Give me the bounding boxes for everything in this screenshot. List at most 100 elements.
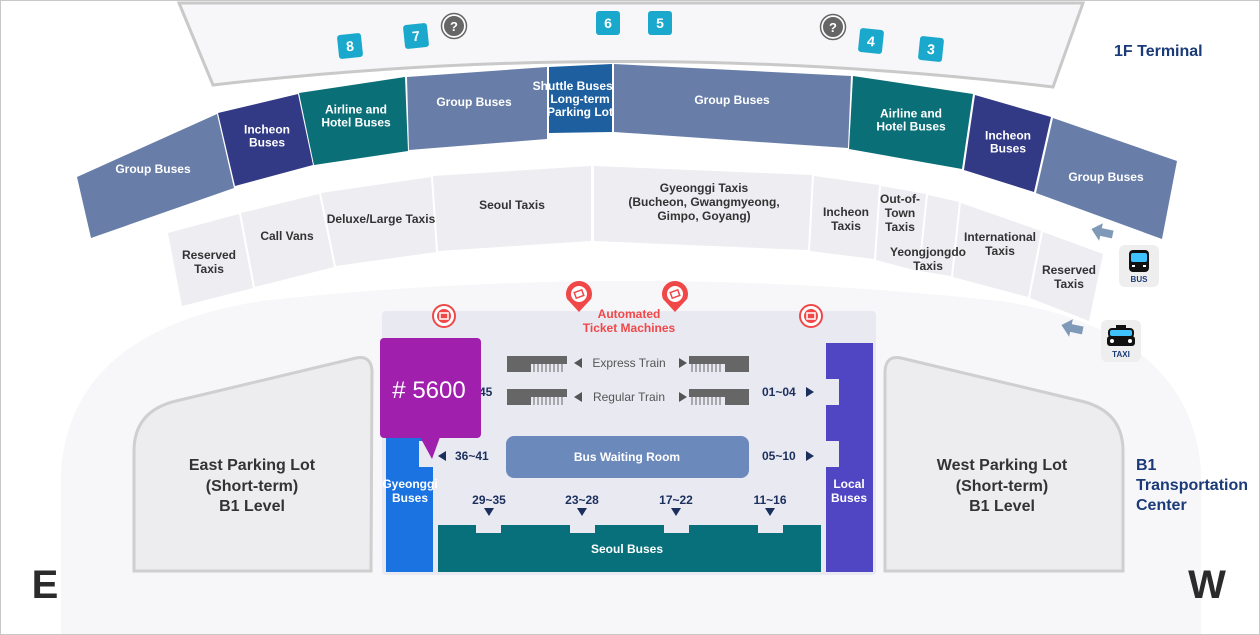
gate-number: 8 [345, 38, 355, 55]
gate-5-badge[interactable]: 5 [648, 11, 672, 35]
seoul-buses-label: Seoul Buses [591, 542, 663, 556]
route-01-04-label: 01~04 [762, 385, 796, 399]
gate-number: 6 [604, 15, 612, 31]
info-glyph: ? [829, 20, 837, 35]
info-icon[interactable]: ? [819, 13, 847, 41]
taxi-zone-label-line3: Gimpo, Goyang) [657, 209, 750, 223]
west-parking-line3: B1 Level [969, 498, 1035, 515]
route-23-28-label: 23~28 [565, 493, 599, 507]
bus-zone-label-line1: Group Buses [694, 93, 770, 107]
taxi-zone-label-5: Gyeonggi Taxis(Bucheon, Gwangmyeong,Gimp… [628, 181, 779, 223]
gate-number: 4 [866, 33, 876, 50]
bus-zone-label-line2: Buses [990, 142, 1026, 156]
taxi-zone-5[interactable] [594, 166, 812, 250]
gate-7-badge[interactable]: 7 [403, 23, 429, 49]
arrow-left-icon [574, 392, 582, 402]
route-42-45-label: 45 [479, 385, 493, 399]
taxi-zone-10[interactable] [1030, 232, 1103, 321]
info-icon[interactable]: ? [440, 12, 468, 40]
route-17-22-label: 17~22 [659, 493, 693, 507]
taxi-zone-label-line2: Taxis [1054, 277, 1084, 291]
taxi-zone-label-line1: International [964, 230, 1036, 244]
taxi-zone-label-line2: Taxis [831, 219, 861, 233]
taxi-zone-4[interactable] [433, 166, 591, 251]
ticket-machine-pin-icon[interactable] [661, 281, 688, 312]
local-buses-label-line2: Buses [831, 491, 867, 505]
arrow-left-icon [1061, 319, 1084, 337]
bus-zone-1[interactable]: Group Buses [77, 114, 234, 238]
taxi-zone-1[interactable] [168, 214, 253, 306]
taxi-zone-label-line1: Seoul Taxis [479, 198, 545, 212]
bus-zone-label-line1: Airline and [325, 103, 387, 117]
taxi-zone-8[interactable] [920, 195, 959, 276]
route-17-22: 17~22 [659, 493, 693, 516]
local-buses-label-line1: Local [833, 477, 864, 491]
east-parking-lot[interactable]: East Parking Lot (Short-term) B1 Level [132, 356, 374, 573]
ticket-machine-icon[interactable] [799, 304, 823, 328]
taxi-zone-3[interactable] [321, 177, 436, 266]
arrow-left-icon [1091, 223, 1114, 241]
seoul-buses-zone[interactable]: Seoul Buses [438, 525, 821, 572]
bus-zone-6[interactable]: Group Buses [614, 64, 851, 148]
arrow-left-icon [438, 451, 446, 461]
taxi-zone-2[interactable] [241, 194, 334, 287]
taxi-zone-label-line2: Town [885, 206, 915, 220]
arrow-down-icon [577, 508, 587, 516]
west-parking-line2: (Short-term) [956, 478, 1048, 495]
terminal-curb [176, 1, 1086, 89]
tooltip-text: # 5600 [392, 377, 465, 404]
ticket-machines-label-line1: Automated [598, 307, 661, 321]
express-train-row: Express Train [507, 356, 749, 372]
gate-6-badge[interactable]: 6 [596, 11, 620, 35]
west-parking-line1: West Parking Lot [937, 457, 1068, 474]
gyeonggi-buses-label-line2: Buses [392, 491, 428, 505]
bus-zone-label-line2: Buses [249, 136, 285, 150]
east-parking-line3: B1 Level [219, 498, 285, 515]
arrow-right-icon [679, 358, 687, 368]
route-11-16: 11~16 [753, 493, 787, 516]
route-29-35: 29~35 [472, 493, 506, 516]
bus-zone-label-line2: Hotel Buses [876, 120, 946, 134]
ticket-machine-icon[interactable] [432, 304, 456, 328]
taxi-zone-label-line2: Taxis [913, 259, 943, 273]
local-buses-zone[interactable]: Local Buses [826, 343, 873, 572]
taxi-zone-label-line2: Taxis [985, 244, 1015, 258]
route-11-16-label: 11~16 [753, 493, 786, 507]
taxi-zone-6[interactable] [810, 176, 879, 259]
bus-zone-label-line1: Group Buses [436, 95, 512, 109]
gate-3-badge[interactable]: 3 [918, 36, 944, 62]
b1-title-line3: Center [1136, 497, 1187, 514]
gate-4-badge[interactable]: 4 [858, 28, 884, 54]
bus-icon[interactable]: BUS [1119, 245, 1159, 287]
bus-zone-9[interactable]: Group Buses [1036, 118, 1177, 239]
route-tooltip: # 5600 [380, 338, 481, 459]
terminal-1f-title: 1F Terminal [1114, 43, 1203, 60]
taxi-zone-label-4: Seoul Taxis [479, 198, 545, 212]
taxi-icon[interactable]: TAXI [1101, 320, 1141, 362]
gate-8-badge[interactable]: 8 [337, 33, 363, 59]
bus-waiting-room[interactable]: Bus Waiting Room [506, 436, 749, 478]
taxi-icon-caption: TAXI [1112, 350, 1130, 359]
taxi-zone-label-line1: Reserved [1042, 263, 1096, 277]
regular-train-label: Regular Train [593, 390, 665, 404]
bus-zone-label-line1: Group Buses [115, 162, 191, 176]
east-parking-line1: East Parking Lot [189, 457, 316, 474]
route-05-10-label: 05~10 [762, 449, 796, 463]
compass-east: E [32, 563, 59, 607]
taxi-zone-9[interactable] [953, 203, 1041, 297]
bus-zone-4[interactable]: Group Buses [407, 67, 547, 150]
arrow-right-icon [806, 387, 814, 397]
ticket-machine-pin-icon[interactable] [566, 281, 592, 312]
west-parking-lot[interactable]: West Parking Lot (Short-term) B1 Level [883, 356, 1125, 573]
east-parking-line2: (Short-term) [206, 478, 298, 495]
taxi-zone-7[interactable] [876, 186, 926, 271]
